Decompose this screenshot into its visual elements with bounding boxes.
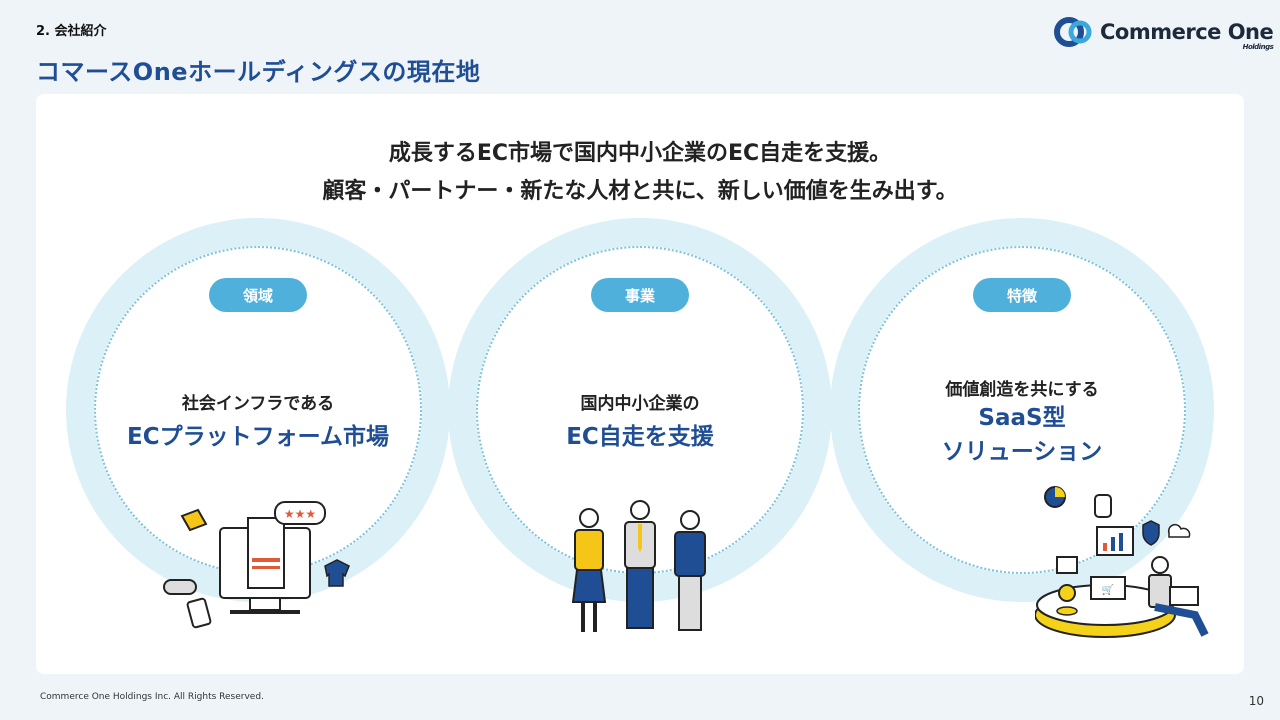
tag-business: 事業 (591, 278, 689, 312)
feature-line-3: ソリューション (941, 439, 1103, 465)
circle-feature: 特徴 価値創造を共にする SaaS型 ソリューション (830, 218, 1214, 602)
domain-line-2: ECプラットフォーム市場 (127, 424, 389, 450)
business-line-1: 国内中小企業の (580, 394, 700, 414)
svg-text:★★★: ★★★ (284, 507, 316, 521)
feature-line-1: 価値創造を共にする (945, 380, 1099, 400)
tag-feature: 特徴 (973, 278, 1071, 312)
people-illustration (571, 500, 706, 632)
business-line-2: EC自走を支援 (566, 424, 714, 450)
logo-mark-icon (1054, 17, 1092, 47)
copyright: Commerce One Holdings Inc. All Rights Re… (40, 692, 264, 702)
saas-illustration: 🛒 (1035, 486, 1209, 638)
domain-line-1: 社会インフラである (181, 394, 335, 414)
section-label: 2. 会社紹介 (36, 24, 107, 39)
lead-line-2: 顧客・パートナー・新たな人材と共に、新しい価値を生み出す。 (322, 179, 958, 204)
logo-name: Commerce One (1100, 20, 1274, 44)
svg-text:🛒: 🛒 (1102, 583, 1114, 596)
logo-sub: Holdings (1242, 43, 1274, 51)
page-number: 10 (1248, 694, 1264, 708)
feature-line-2: SaaS型 (978, 405, 1066, 431)
tag-domain: 領域 (209, 278, 307, 312)
page-title: コマースOneホールディングスの現在地 (36, 58, 481, 86)
lead-line-1: 成長するEC市場で国内中小企業のEC自走を支援。 (388, 141, 892, 166)
ec-platform-illustration: ★★★ (163, 501, 350, 629)
